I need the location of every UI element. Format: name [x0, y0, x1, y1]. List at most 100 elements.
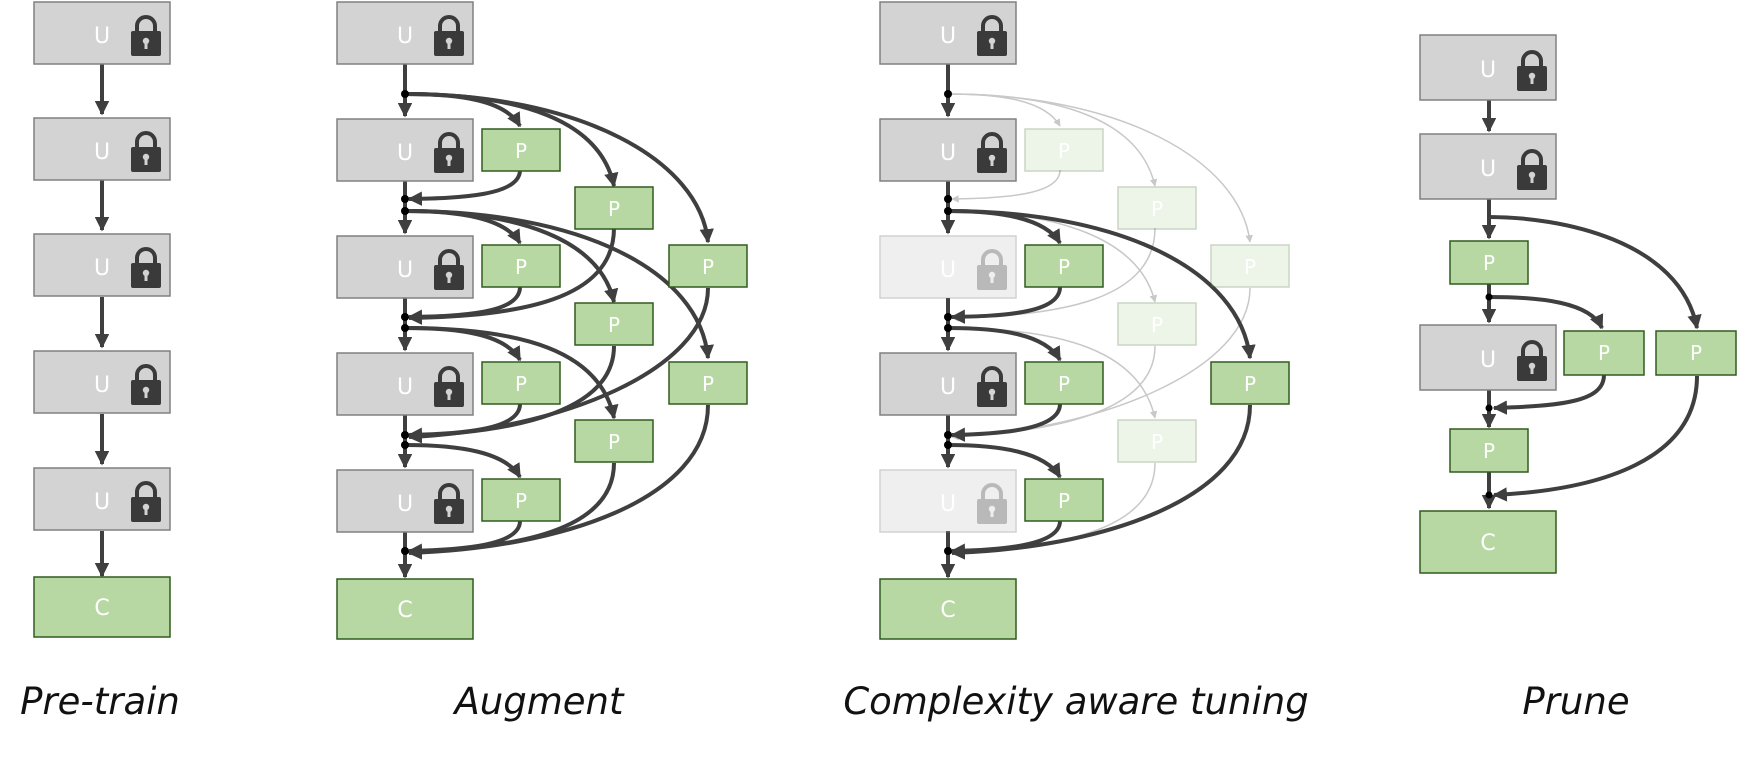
- frozen-block-label: U: [940, 258, 956, 283]
- trainable-block-label: P: [1244, 372, 1256, 396]
- frozen-block-label: U: [397, 24, 413, 49]
- frozen-block-label: U: [397, 258, 413, 283]
- classifier-block-label: C: [397, 598, 412, 623]
- frozen-block-label: U: [1480, 348, 1496, 373]
- frozen-block: U: [33, 233, 171, 297]
- trainable-block-label: P: [1151, 313, 1163, 337]
- frozen-block-label: U: [940, 141, 956, 166]
- lock-icon: [434, 132, 464, 173]
- frozen-block-label: U: [397, 141, 413, 166]
- trainable-block: P: [668, 361, 748, 405]
- classifier-block: C: [336, 578, 474, 640]
- trainable-block: P: [1449, 428, 1529, 473]
- trainable-block-label: P: [1058, 372, 1070, 396]
- frozen-block-label: U: [397, 492, 413, 517]
- prune-arrows: [1481, 100, 1702, 510]
- augment-junction-dots: [401, 90, 409, 555]
- trainable-block-label: P: [515, 139, 527, 163]
- trainable-block-label: P: [702, 255, 714, 279]
- classifier-block: C: [1419, 510, 1557, 574]
- lock-icon: [131, 364, 161, 405]
- trainable-block-label: P: [608, 430, 620, 454]
- lock-icon: [977, 249, 1007, 290]
- lock-icon: [434, 483, 464, 524]
- frozen-block: U: [336, 352, 474, 416]
- trainable-block: P: [1024, 478, 1104, 522]
- frozen-block: U: [1419, 34, 1557, 101]
- frozen-block: U: [33, 467, 171, 531]
- trainable-block-label: P: [1058, 255, 1070, 279]
- trainable-block-label: P: [1151, 430, 1163, 454]
- frozen-block-label: U: [940, 375, 956, 400]
- trainable-block-label: P: [1244, 255, 1256, 279]
- frozen-block-label: U: [940, 24, 956, 49]
- trainable-block: P: [1024, 361, 1104, 405]
- trainable-block-faded: P: [1024, 128, 1104, 172]
- lock-icon: [977, 366, 1007, 407]
- lock-icon: [434, 366, 464, 407]
- frozen-block-label: U: [94, 373, 110, 398]
- frozen-block: U: [1419, 324, 1557, 391]
- frozen-block-label: U: [1480, 157, 1496, 182]
- trainable-block-label: P: [1690, 341, 1702, 365]
- lock-icon: [977, 132, 1007, 173]
- trainable-block-label: P: [515, 489, 527, 513]
- augment-panel: U U U U U C P P P P P P P P P: [336, 1, 748, 640]
- lock-icon: [1517, 149, 1547, 190]
- caption-prune: Prune: [1522, 680, 1630, 723]
- trainable-block: P: [1563, 330, 1645, 376]
- lock-icon: [434, 15, 464, 56]
- trainable-block: P: [574, 186, 654, 230]
- trainable-block-faded: P: [1117, 302, 1197, 346]
- frozen-block-label: U: [940, 492, 956, 517]
- frozen-block: U: [33, 117, 171, 181]
- frozen-block: U: [33, 1, 171, 65]
- trainable-block: P: [481, 128, 561, 172]
- lock-icon: [434, 249, 464, 290]
- classifier-block-label: C: [1480, 531, 1495, 556]
- trainable-block: P: [668, 244, 748, 288]
- trainable-block: P: [574, 419, 654, 463]
- frozen-block-faded: U: [879, 469, 1017, 533]
- frozen-block-label: U: [1480, 58, 1496, 83]
- classifier-block-label: C: [94, 596, 109, 621]
- trainable-block: P: [481, 244, 561, 288]
- tuning-active-arrows: [947, 209, 1256, 560]
- trainable-block-label: P: [1483, 439, 1495, 463]
- trainable-block: P: [481, 361, 561, 405]
- frozen-block-label: U: [94, 24, 110, 49]
- frozen-block-label: U: [94, 490, 110, 515]
- trainable-block-label: P: [1598, 341, 1610, 365]
- trainable-block: P: [481, 478, 561, 522]
- pretrain-panel: U U U U U C: [33, 1, 171, 638]
- trainable-block-faded: P: [1210, 244, 1290, 288]
- prune-junction-dots: [1485, 293, 1493, 499]
- classifier-block: C: [879, 578, 1017, 640]
- lock-icon: [977, 15, 1007, 56]
- trainable-block-label: P: [1151, 197, 1163, 221]
- frozen-block: U: [336, 469, 474, 533]
- frozen-block-label: U: [94, 256, 110, 281]
- trainable-block-label: P: [515, 372, 527, 396]
- prune-panel: U U P U P P P C: [1419, 34, 1737, 574]
- trainable-block-label: P: [608, 313, 620, 337]
- frozen-block: U: [336, 235, 474, 299]
- trainable-block: P: [1024, 244, 1104, 288]
- classifier-block: C: [33, 576, 171, 638]
- trainable-block-label: P: [608, 197, 620, 221]
- trainable-block-label: P: [515, 255, 527, 279]
- trainable-block: P: [1449, 240, 1529, 285]
- trainable-block-label: P: [1058, 139, 1070, 163]
- caption-tuning: Complexity aware tuning: [843, 680, 1309, 723]
- trainable-block-faded: P: [1117, 419, 1197, 463]
- trainable-block-label: P: [1483, 251, 1495, 275]
- frozen-block: U: [879, 352, 1017, 416]
- trainable-block: P: [574, 302, 654, 346]
- frozen-block: U: [879, 1, 1017, 65]
- frozen-block-label: U: [94, 140, 110, 165]
- frozen-block: U: [1419, 133, 1557, 200]
- trainable-block-label: P: [1058, 489, 1070, 513]
- tuning-junction-dots: [944, 90, 952, 555]
- lock-icon: [131, 247, 161, 288]
